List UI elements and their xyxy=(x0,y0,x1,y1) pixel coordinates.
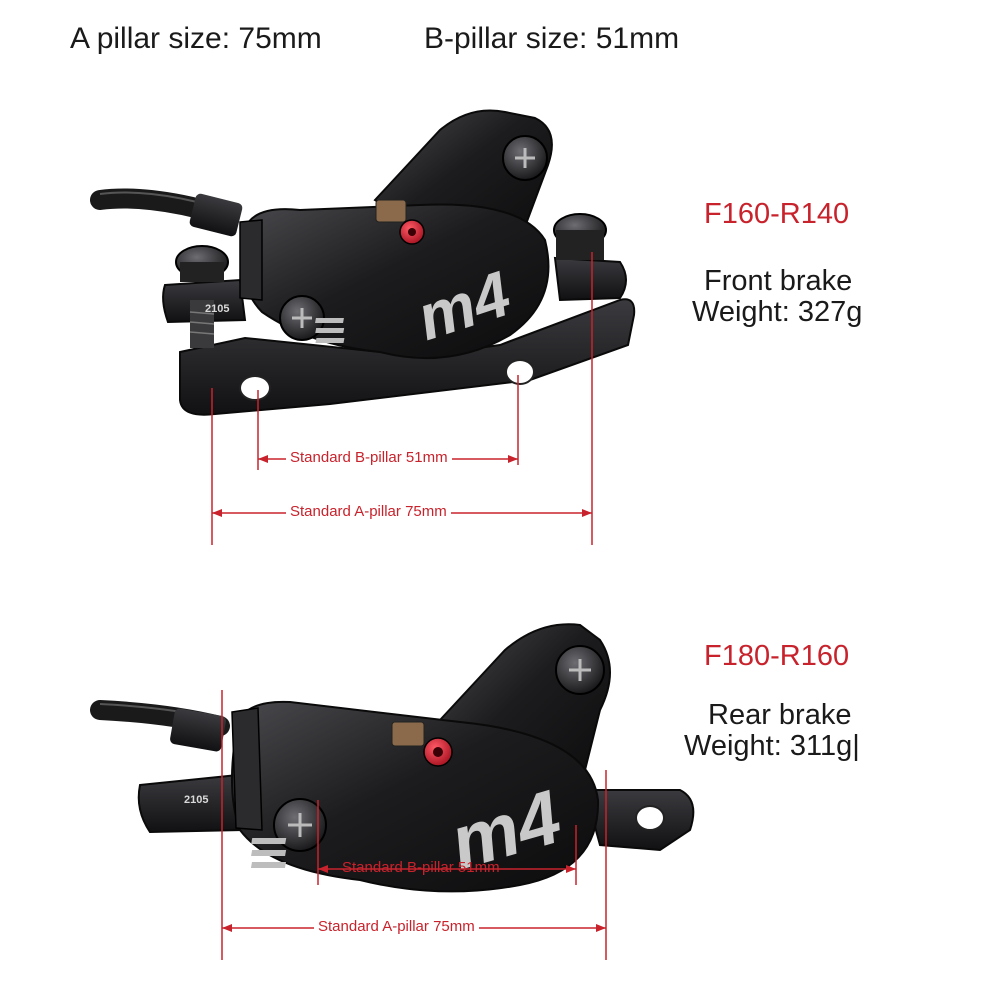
front-b-pillar-label: Standard B-pillar 51mm xyxy=(286,449,452,466)
rear-caliper-body xyxy=(230,700,600,893)
rear-a-pillar-label: Standard A-pillar 75mm xyxy=(314,918,479,935)
front-serial-number: 2105 xyxy=(205,303,229,315)
front-bleed-nipple-base xyxy=(375,199,407,223)
a-pillar-size-heading: A pillar size: 75mm xyxy=(70,22,322,55)
rear-brake-weight: Weight: 311g| xyxy=(684,730,860,762)
rear-b-pillar-label: Standard B-pillar 51mm xyxy=(342,859,500,876)
front-hose-fitting xyxy=(189,193,243,237)
front-brake-type: Front brake xyxy=(704,265,853,297)
front-adapter-arm xyxy=(553,256,627,302)
rear-caliper: m4 2105 xyxy=(90,623,695,893)
rear-adapter-left xyxy=(137,773,244,834)
front-caliper: m4 2105 xyxy=(90,109,636,416)
front-a-pillar-label: Standard A-pillar 75mm xyxy=(286,503,451,520)
rear-model-code: F180-R160 xyxy=(704,640,850,672)
front-model-code: F160-R140 xyxy=(704,198,850,230)
front-mount-bolt-right xyxy=(553,213,607,260)
rear-hose-fitting xyxy=(170,708,226,752)
rear-bleed-nipple-base xyxy=(391,721,425,747)
rear-brake-type: Rear brake xyxy=(708,699,852,731)
rear-serial-number: 2105 xyxy=(184,794,208,806)
rear-adapter-hole xyxy=(635,805,665,831)
b-pillar-size-heading: B-pillar size: 51mm xyxy=(424,22,680,55)
front-brake-weight: Weight: 327g xyxy=(692,296,863,328)
front-bracket-hole xyxy=(239,375,271,401)
front-bracket-hole xyxy=(505,359,535,385)
front-mount-bolt-left xyxy=(175,245,229,348)
